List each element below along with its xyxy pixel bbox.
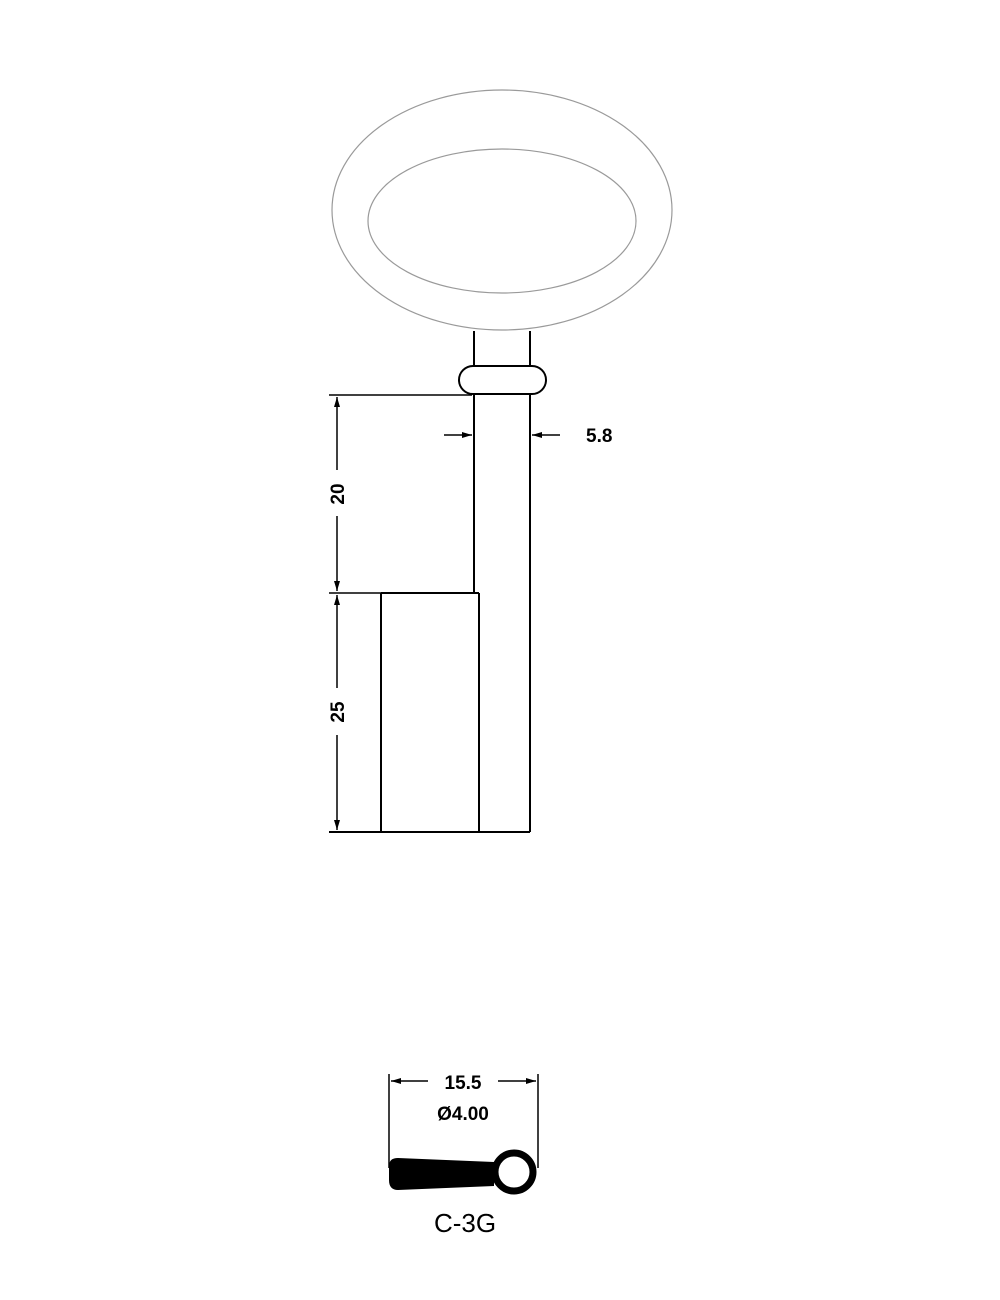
- key-neck: [473, 331, 531, 366]
- key-bow: [331, 89, 673, 331]
- key-bit: [329, 592, 530, 833]
- bow-inner-ellipse: [367, 148, 637, 294]
- dimension-text-15-5: 15.5: [445, 1073, 482, 1094]
- dimension-text-20: 20: [328, 483, 349, 504]
- extension-lines: [329, 394, 472, 594]
- key-shaft: [473, 394, 531, 832]
- dimension-text-25: 25: [328, 701, 349, 723]
- bow-outer-ellipse: [331, 89, 673, 331]
- dimension-text-pin-diameter: Ø4.00: [437, 1104, 489, 1125]
- key-code-label: C-3G: [434, 1208, 496, 1238]
- dimension-text-5-8: 5.8: [586, 426, 612, 447]
- key-collar: [458, 365, 547, 395]
- key-profile: [388, 1074, 539, 1195]
